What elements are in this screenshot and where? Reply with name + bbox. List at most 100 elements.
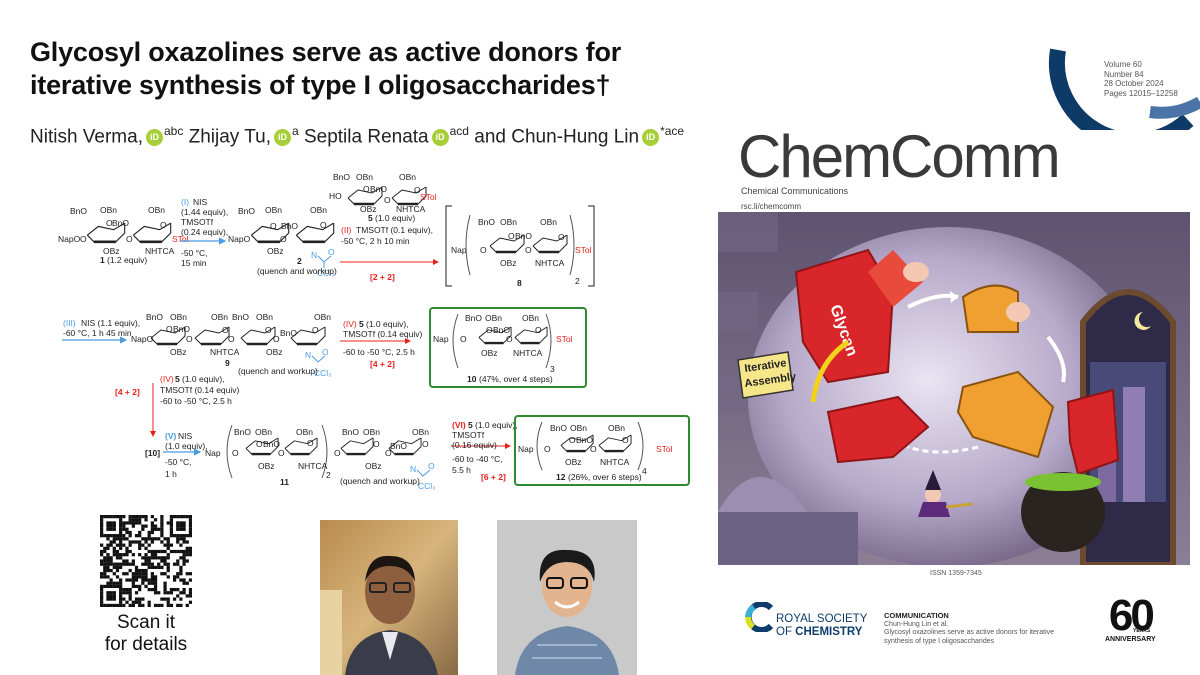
issue-date: 28 October 2024: [1104, 79, 1164, 88]
qr-module: [147, 603, 151, 607]
qr-module: [182, 587, 186, 592]
qr-module: [106, 537, 110, 541]
qr-module: [134, 534, 139, 538]
qr-module: [134, 578, 139, 582]
qr-module: [160, 527, 164, 531]
qr-module: [150, 515, 154, 519]
scheme-label: (quench and workup): [257, 266, 337, 276]
scheme-label: OBn: [148, 205, 165, 215]
qr-module: [103, 568, 107, 573]
qr-module: [182, 581, 186, 585]
qr-module: [119, 565, 123, 569]
qr-module: [153, 524, 158, 528]
qr-module: [153, 581, 158, 585]
qr-module: [125, 600, 129, 604]
qr-module: [119, 587, 123, 592]
qr-module: [169, 521, 174, 525]
qr-module: [100, 600, 104, 604]
scheme-label: (1.0 equiv),: [165, 441, 208, 451]
scheme-label: NHTCA: [210, 347, 240, 357]
qr-module: [112, 562, 116, 566]
scheme-label: O: [312, 325, 319, 335]
qr-module: [100, 572, 104, 576]
qr-module: [119, 530, 123, 535]
scheme-label: CCl₃: [317, 268, 335, 278]
qr-module: [119, 594, 123, 598]
qr-module: [166, 543, 170, 547]
cover-arc-decoration: [1048, 48, 1200, 130]
qr-module: [138, 575, 142, 579]
qr-module: [150, 527, 154, 531]
qr-module: [100, 562, 104, 566]
scheme-label: 12: [556, 472, 566, 482]
qr-module: [131, 559, 135, 563]
qr-module: [109, 581, 113, 585]
qr-module: [144, 524, 148, 528]
qr-module: [138, 540, 142, 544]
qr-module: [138, 572, 142, 576]
qr-module: [150, 578, 154, 582]
scheme-label: STol: [556, 334, 573, 344]
qr-module: [176, 575, 180, 579]
scheme-label: CCl₃: [418, 481, 436, 491]
qr-module: [109, 540, 113, 544]
qr-module: [144, 540, 148, 544]
scheme-label: O: [544, 444, 551, 454]
qr-module: [122, 591, 126, 595]
scheme-label: O: [320, 220, 327, 230]
scheme-label: OBn: [399, 172, 416, 182]
qr-module: [150, 521, 154, 525]
page-range: Pages 12015–12258: [1104, 88, 1178, 98]
scheme-label: NHTCA: [600, 457, 630, 467]
qr-module: [100, 527, 104, 531]
scheme-label: BnO: [333, 172, 350, 182]
journal-url[interactable]: rsc.li/chemcomm: [741, 202, 802, 211]
qr-module: [125, 553, 129, 557]
qr-module: [119, 521, 123, 525]
qr-module: [115, 556, 120, 560]
scheme-label: -50 °C,: [181, 248, 208, 258]
qr-module: [166, 568, 170, 573]
scheme-label: O: [480, 245, 487, 255]
qr-code[interactable]: [100, 515, 192, 607]
qr-module: [153, 565, 158, 569]
qr-module: [179, 591, 183, 595]
qr-module: [119, 515, 123, 519]
scheme-label: (III): [63, 318, 76, 328]
orcid-icon[interactable]: iD: [274, 128, 291, 146]
scheme-label: -60 to -40 °C,: [452, 454, 503, 464]
scheme-label: (1.0 equiv),: [475, 420, 518, 430]
qr-module: [166, 600, 170, 604]
qr-module: [115, 515, 120, 519]
qr-module: [176, 527, 180, 531]
qr-module: [166, 591, 170, 595]
qr-module: [115, 565, 120, 569]
scheme-label: N: [410, 464, 416, 474]
scheme-label: NHTCA: [396, 204, 426, 214]
scheme-label: 2: [297, 256, 302, 266]
author-affiliation: abc: [163, 124, 184, 138]
qr-module: [109, 584, 113, 589]
scheme-label: TMSOTf (0.14 equiv): [160, 385, 240, 395]
qr-module: [119, 600, 123, 604]
qr-module: [134, 575, 139, 579]
scheme-label: (I): [181, 197, 189, 207]
qr-module: [128, 597, 132, 601]
qr-module: [144, 575, 148, 579]
scheme-label: BnO: [112, 218, 129, 228]
rsc-line-1: ROYAL SOCIETY: [776, 613, 868, 625]
orcid-icon[interactable]: iD: [642, 128, 660, 146]
scheme-label: OBn: [256, 312, 273, 322]
rsc-logo-icon: [745, 602, 774, 632]
scheme-label: (IV): [160, 374, 174, 384]
orcid-icon[interactable]: iD: [145, 128, 163, 146]
qr-module: [163, 562, 167, 566]
orcid-icon[interactable]: iD: [431, 128, 449, 146]
qr-module: [141, 562, 145, 566]
qr-module: [131, 575, 135, 579]
qr-module: [160, 518, 164, 522]
step-4-conditions: (IV)5(1.0 equiv), TMSOTf (0.14 equiv)-60…: [340, 319, 423, 369]
